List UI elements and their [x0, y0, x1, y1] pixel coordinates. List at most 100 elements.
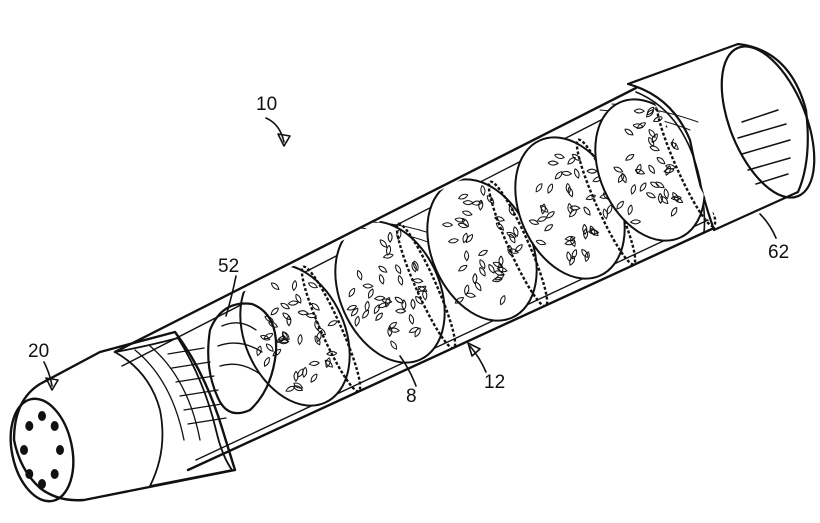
leaf-mark — [354, 315, 360, 327]
leaf-mark — [544, 224, 554, 232]
leaf-mark — [317, 327, 326, 336]
leaf-mark — [507, 244, 513, 256]
leaf-mark — [464, 250, 470, 262]
leaf-mark — [291, 280, 298, 292]
leaf-mark — [568, 209, 578, 218]
ref-label-tube: 12 — [484, 372, 505, 393]
leaf-mark — [386, 244, 392, 256]
leaf-mark — [282, 312, 291, 321]
leaf-mark — [554, 153, 565, 159]
leaf-mark — [367, 288, 374, 299]
leaf-mark — [665, 165, 671, 176]
leaf-mark — [378, 274, 385, 285]
leaf-mark — [606, 204, 613, 215]
leaf-mark — [581, 248, 589, 259]
leaf-mark — [646, 106, 655, 116]
leaf-mark — [413, 260, 419, 272]
leaf-mark — [281, 331, 288, 342]
leaf-mark — [630, 184, 636, 195]
leaf-mark — [589, 225, 596, 236]
spiral-valve — [207, 302, 278, 415]
leaf-mark — [465, 292, 477, 298]
leaf-mark — [373, 304, 380, 315]
leaf-mark — [408, 326, 419, 333]
leaf-mark — [528, 219, 540, 225]
leaf-mark — [571, 249, 578, 260]
pellet-stack — [239, 98, 717, 407]
end-cap — [626, 42, 816, 233]
leaf-mark — [310, 373, 318, 383]
leaf-mark — [508, 205, 515, 217]
leaf-mark — [498, 255, 504, 267]
leaf-mark — [462, 232, 468, 244]
leaf-mark — [540, 203, 546, 215]
leaf-mark — [513, 226, 519, 238]
leaf-mark — [569, 255, 576, 266]
leaf-mark — [314, 335, 321, 346]
leaf-mark — [486, 195, 495, 204]
leaf-mark — [259, 335, 271, 341]
leaf-mark — [263, 333, 274, 340]
leaf-mark — [297, 334, 303, 346]
leaf-mark — [602, 208, 608, 220]
leaf-mark — [276, 335, 286, 343]
leaf-mark — [567, 186, 574, 198]
leaf-mark — [362, 283, 374, 289]
leaf-mark — [415, 295, 423, 305]
leaf-mark — [287, 300, 299, 306]
leaf-mark — [645, 192, 656, 199]
leaf-mark — [282, 331, 290, 340]
leaf-mark — [412, 278, 424, 284]
leaf-mark — [583, 228, 589, 240]
leaf-mark — [442, 222, 454, 228]
spray-hole — [38, 479, 46, 489]
leaf-mark — [616, 200, 624, 210]
leaf-mark — [547, 183, 554, 194]
leaf-mark — [422, 289, 428, 301]
leaf-mark — [417, 285, 428, 293]
leaf-mark — [256, 345, 262, 357]
leaf-mark — [652, 116, 664, 123]
leaf-mark — [648, 128, 656, 139]
leaf-mark — [590, 228, 599, 237]
leaf-mark — [280, 302, 290, 310]
leaf-mark — [382, 253, 394, 259]
leaf-mark — [535, 239, 547, 246]
leaf-mark — [396, 229, 402, 241]
leaf-mark — [545, 211, 555, 219]
nozzle — [9, 330, 237, 503]
leaf-mark — [356, 269, 363, 281]
leaf-mark — [410, 298, 416, 310]
leaf-mark — [632, 123, 644, 129]
leaf-mark — [670, 206, 678, 217]
leaf-mark — [458, 264, 468, 272]
leaf-mark — [498, 262, 504, 274]
leaf-mark — [494, 273, 505, 281]
leaf-mark — [387, 325, 393, 338]
leaf-mark — [388, 327, 400, 333]
leaf-mark — [454, 297, 465, 304]
leaf-mark — [454, 217, 466, 223]
leaf-mark — [569, 205, 581, 211]
leaf-mark — [316, 331, 322, 343]
leaf-mark — [621, 172, 627, 184]
leaf-mark — [411, 261, 417, 273]
leaf-mark — [656, 157, 666, 165]
leaf-mark — [457, 193, 469, 200]
leaf-mark — [272, 348, 282, 357]
leaf-mark — [663, 168, 675, 174]
leaf-mark — [506, 231, 517, 238]
leaf-mark — [508, 248, 519, 254]
leaf-mark — [479, 266, 486, 277]
leaf-mark — [564, 235, 576, 241]
leaf-mark — [314, 319, 320, 331]
leaf-mark — [324, 359, 334, 368]
leaf-mark — [401, 299, 407, 311]
spray-hole — [20, 445, 28, 455]
leaf-mark — [636, 163, 642, 175]
ref-label-device: 10 — [256, 94, 277, 115]
leaf-mark — [346, 304, 358, 311]
spray-hole — [56, 445, 64, 455]
leaf-mark — [625, 153, 635, 161]
